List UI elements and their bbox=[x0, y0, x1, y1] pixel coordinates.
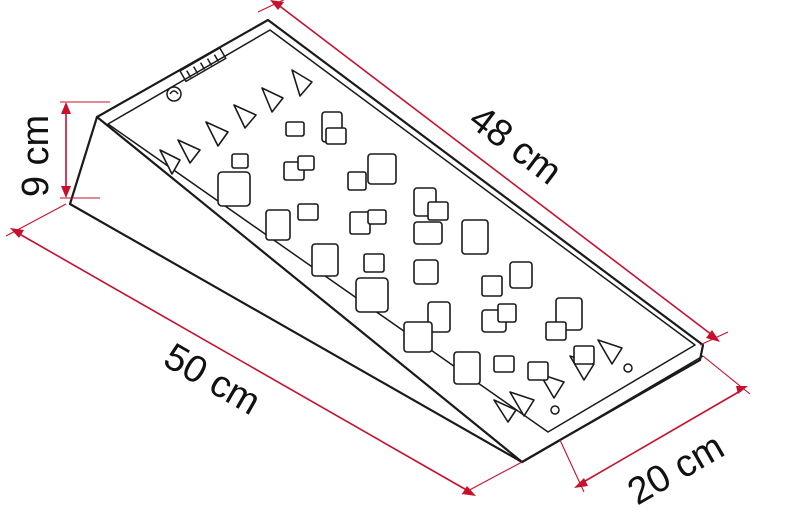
mount-hole-left bbox=[550, 405, 560, 415]
grip-blocks bbox=[217, 111, 595, 385]
mount-hole-right bbox=[623, 363, 633, 373]
length-label: 50 cm bbox=[157, 336, 268, 424]
dimension-height: 9 cm bbox=[15, 101, 110, 199]
height-label: 9 cm bbox=[15, 115, 57, 197]
brand-logo bbox=[166, 47, 227, 102]
grip-triangles-back bbox=[159, 69, 313, 175]
width-label: 20 cm bbox=[621, 426, 732, 514]
ramp-inner-border bbox=[107, 29, 696, 433]
